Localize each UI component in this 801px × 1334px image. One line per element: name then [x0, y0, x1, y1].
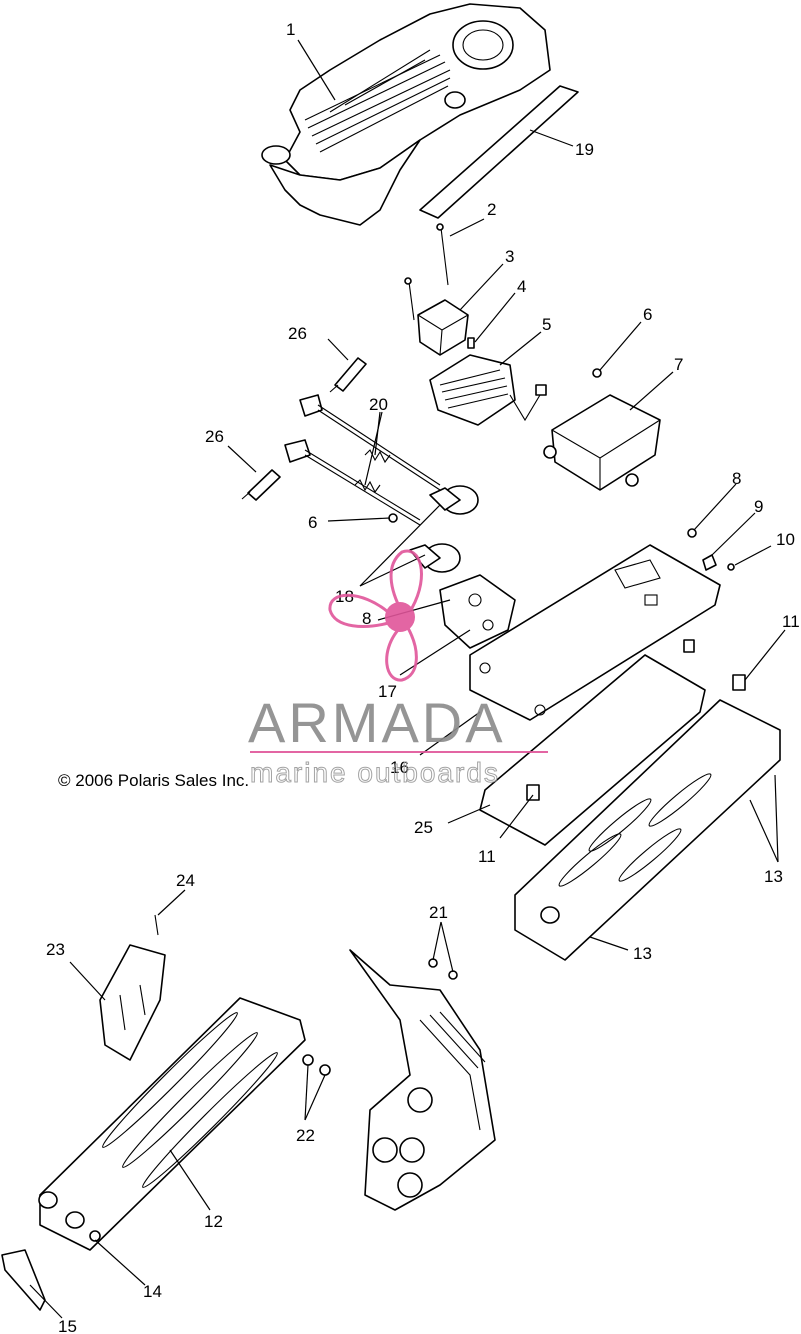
- leader-lines: [29, 39, 786, 1319]
- callout-10: 10: [776, 530, 795, 549]
- propeller-logo: [328, 549, 423, 682]
- decal-strip-part: [419, 85, 579, 219]
- callout-22: 22: [296, 1126, 315, 1145]
- callout-3: 3: [505, 247, 514, 266]
- regulator-part: [429, 354, 547, 426]
- callout-15: 15: [58, 1317, 77, 1334]
- callout-2: 2: [487, 200, 496, 219]
- callout-17: 17: [378, 682, 397, 701]
- callout-24: 24: [176, 871, 195, 890]
- callout-13: 13: [764, 867, 783, 886]
- plug-wire-part: [284, 394, 441, 526]
- lower-rail-plate-part: [38, 997, 306, 1251]
- screw-part: [448, 970, 458, 980]
- screw-part: [727, 563, 735, 571]
- watermark-tagline: marine outboards: [250, 757, 500, 788]
- grommet-part: [732, 674, 746, 691]
- callout-16: 16: [390, 758, 409, 777]
- callout-6: 6: [643, 305, 652, 324]
- callout-26: 26: [205, 427, 224, 446]
- washer-part: [89, 1230, 101, 1242]
- armada-watermark: ARMADA marine outboards: [248, 549, 548, 789]
- spark-plug-upper-part: [329, 357, 367, 393]
- copyright-text: © 2006 Polaris Sales Inc.: [58, 771, 249, 790]
- screw-part: [428, 958, 438, 968]
- callout-19: 19: [575, 140, 594, 159]
- callout-11: 11: [478, 847, 496, 866]
- callout-6: 6: [308, 513, 317, 532]
- callout-11: 11: [782, 612, 800, 631]
- grommet-part: [526, 784, 540, 801]
- spacer-part: [467, 337, 475, 349]
- callout-25: 25: [414, 818, 433, 837]
- callout-8: 8: [732, 469, 741, 488]
- hood-cover-part: [261, 3, 551, 226]
- callout-20: 20: [369, 395, 388, 414]
- nut-part: [592, 368, 602, 378]
- nut-part: [687, 528, 697, 538]
- callout-14: 14: [143, 1282, 162, 1301]
- ignition-coil-part: [409, 485, 479, 573]
- callout-13: 13: [633, 944, 652, 963]
- callout-1: 1: [286, 20, 295, 39]
- callout-12: 12: [204, 1212, 223, 1231]
- clip-part: [702, 554, 717, 571]
- coil-bracket-part: [439, 574, 516, 649]
- callout-5: 5: [542, 315, 551, 334]
- nut-part: [388, 513, 398, 523]
- callout-9: 9: [754, 497, 763, 516]
- end-plate-part: [1, 1249, 46, 1311]
- mounting-plate-part: [469, 544, 721, 721]
- callout-21: 21: [429, 903, 448, 922]
- side-bracket-part: [99, 944, 166, 1061]
- callout-8: 8: [362, 609, 371, 628]
- watermark-brand: ARMADA: [248, 691, 506, 754]
- spark-plug-lower-part: [241, 469, 281, 501]
- bolt-part: [404, 223, 449, 321]
- air-box-housing-part: [349, 949, 496, 1211]
- cdi-box-part: [543, 394, 661, 491]
- grommet-part: [683, 639, 695, 653]
- hood-grille: [304, 49, 451, 153]
- callout-4: 4: [517, 277, 526, 296]
- callout-7: 7: [674, 355, 683, 374]
- nut-part: [302, 1054, 314, 1066]
- relay-part: [417, 299, 469, 356]
- callout-26: 26: [288, 324, 307, 343]
- upper-rail-plate-part: [514, 699, 781, 961]
- callout-labels: 1 19 2 3 4 5 6 7 26 26 20 6 18 8 17 16 2…: [46, 20, 800, 1334]
- bolt-part: [154, 914, 159, 936]
- nut-part: [319, 1064, 331, 1076]
- callout-23: 23: [46, 940, 65, 959]
